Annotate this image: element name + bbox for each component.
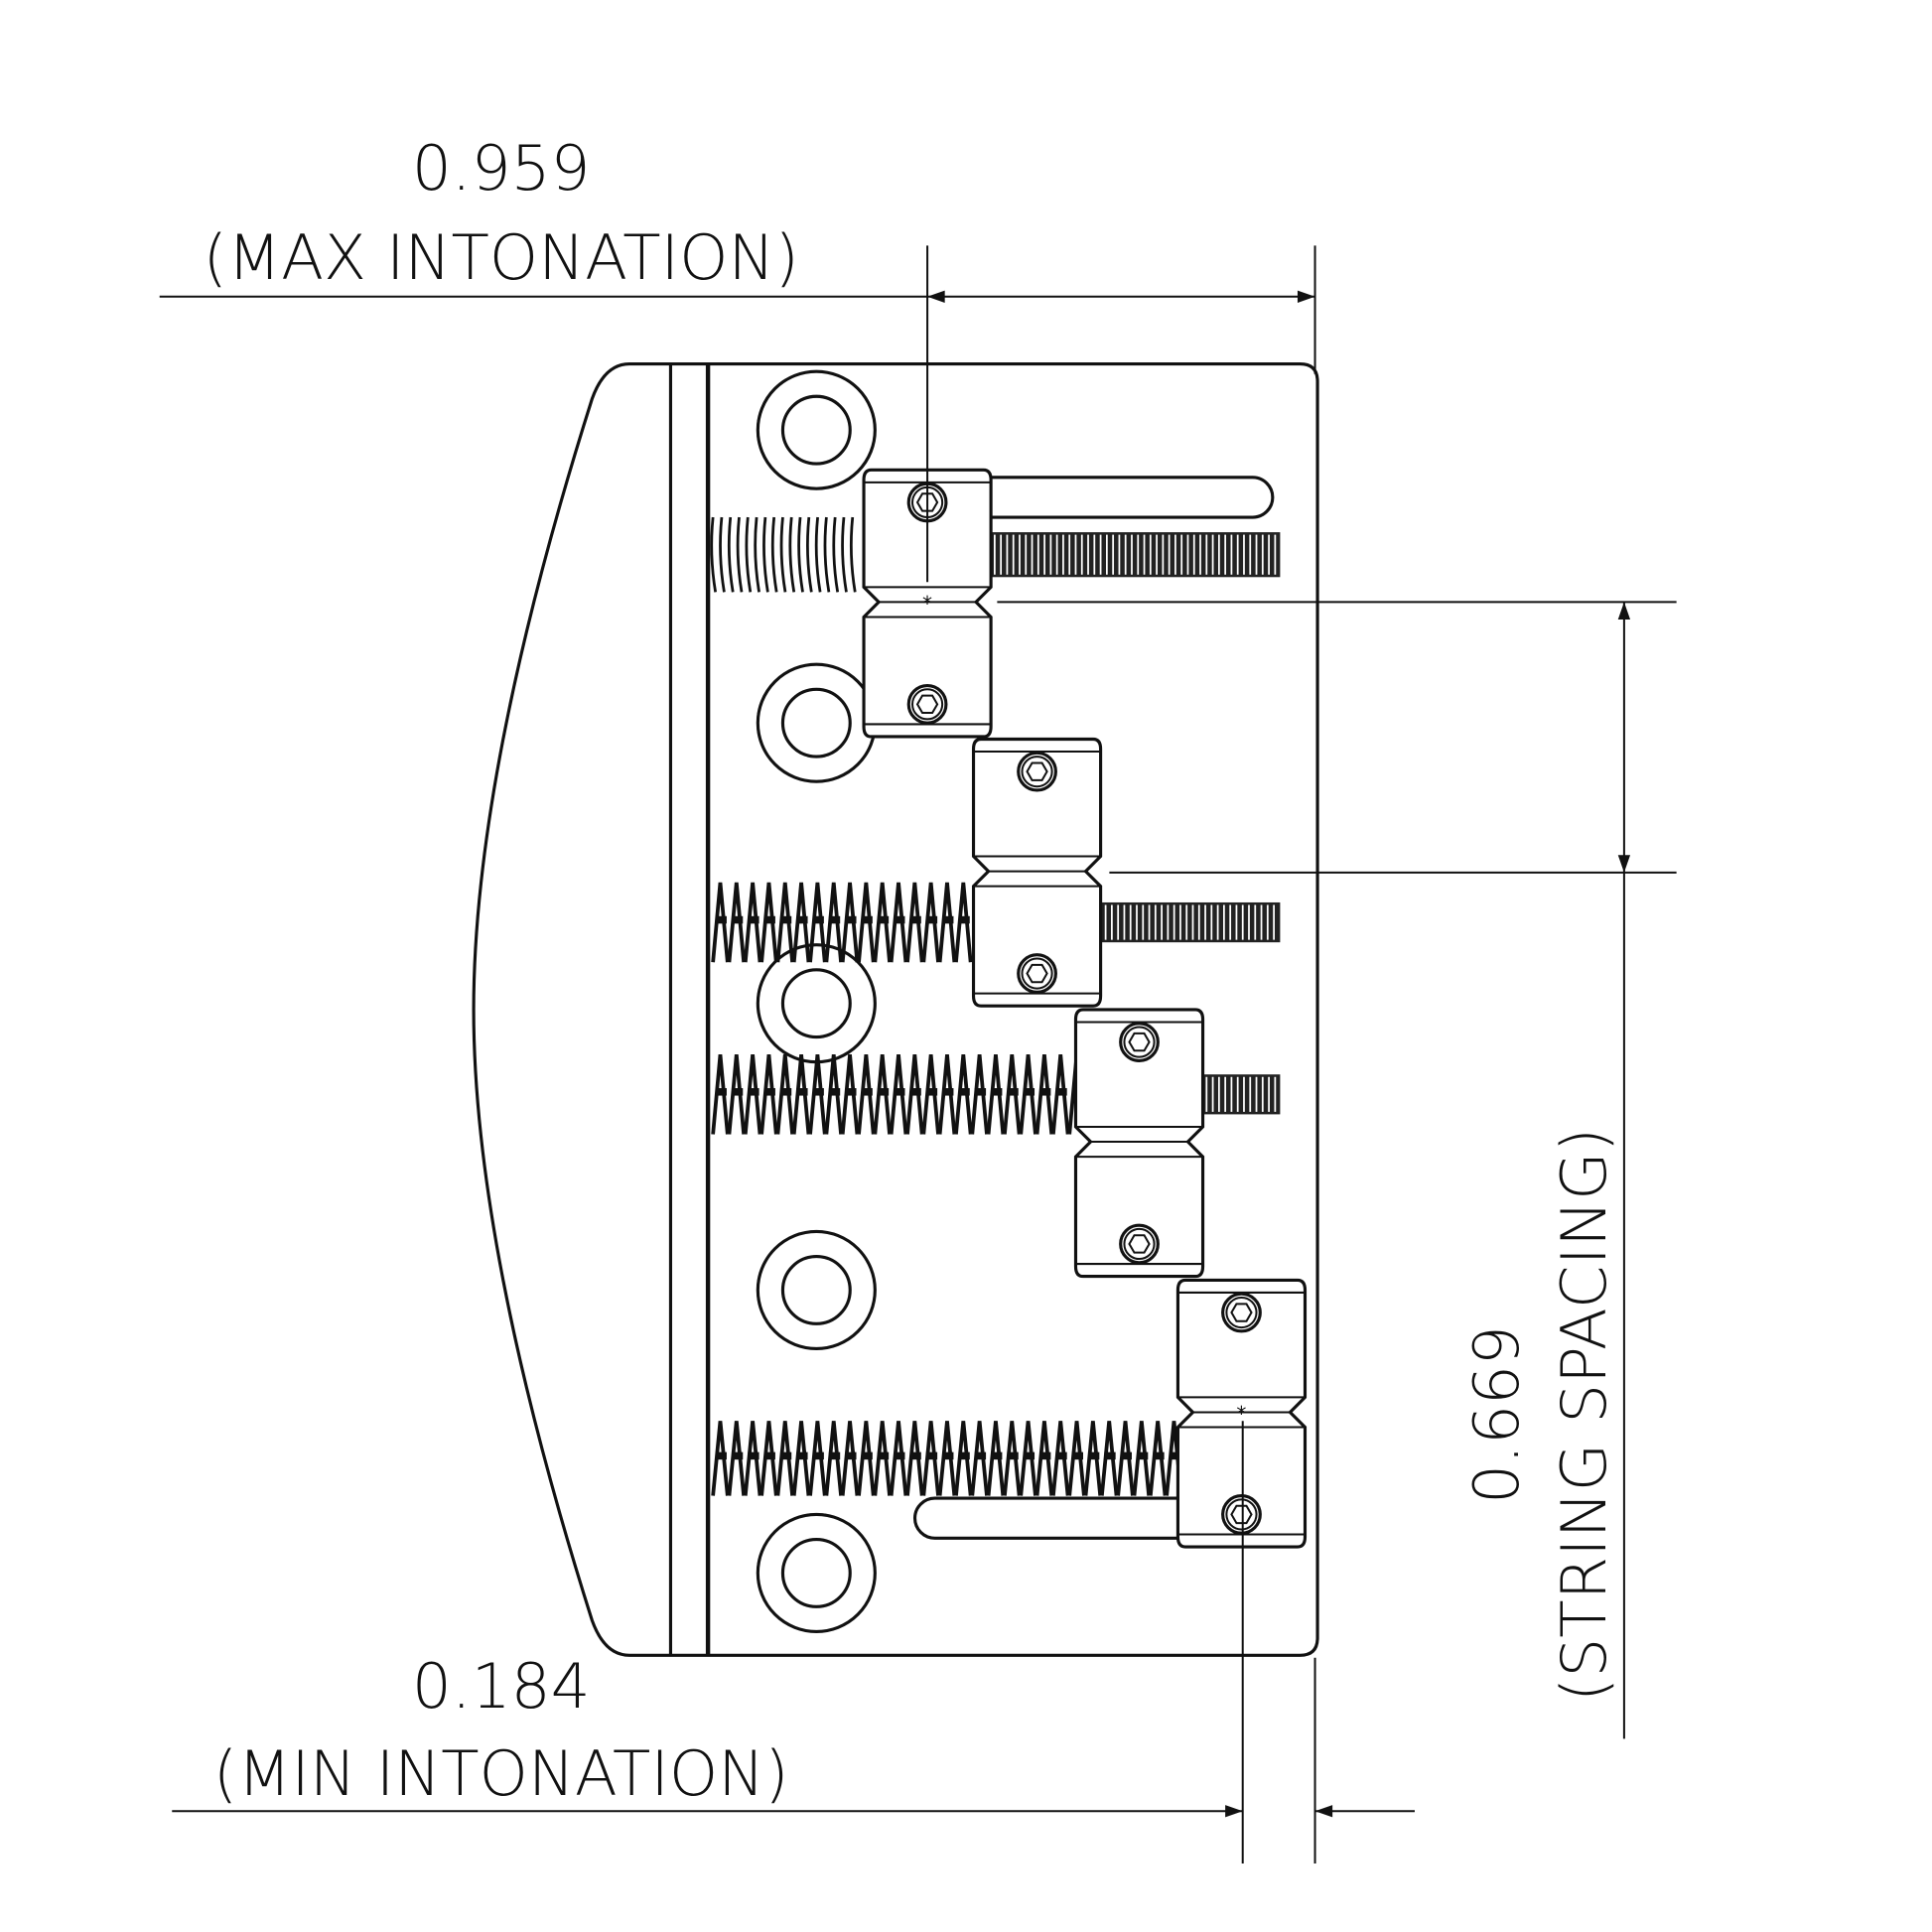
intonation-spring bbox=[711, 1053, 1086, 1135]
adjust-screw bbox=[991, 532, 1281, 578]
hex-screw-icon bbox=[1221, 1494, 1262, 1535]
mounting-hole bbox=[756, 1229, 877, 1351]
mounting-hole bbox=[756, 943, 877, 1064]
mounting-holes bbox=[756, 369, 877, 1633]
intonation-spring bbox=[711, 882, 973, 963]
slot-top bbox=[991, 476, 1275, 519]
hex-screw-icon bbox=[1221, 1292, 1262, 1333]
contact-point-marker: * bbox=[1236, 1402, 1246, 1426]
min-intonation-value: 0.184 bbox=[412, 1650, 591, 1723]
dimension-string-spacing: 0.669 (STRING SPACING) bbox=[997, 601, 1677, 1739]
mounting-hole bbox=[756, 1512, 877, 1633]
saddles: ** bbox=[862, 468, 1308, 1549]
hex-screw-icon bbox=[1017, 751, 1057, 792]
mounting-hole bbox=[756, 662, 877, 783]
intonation-spring bbox=[711, 1421, 1183, 1496]
contact-point-marker: * bbox=[922, 592, 932, 616]
base-plate bbox=[472, 362, 1319, 1657]
threaded-rods bbox=[710, 516, 1281, 1496]
adjust-screw bbox=[1101, 901, 1281, 943]
dimension-min-intonation: 0.184 (MIN INTONATION) bbox=[172, 1421, 1415, 1863]
max-intonation-label: (MAX INTONATION) bbox=[203, 221, 798, 294]
saddle: * bbox=[1175, 1278, 1308, 1549]
saddle bbox=[1073, 1008, 1205, 1279]
hex-screw-icon bbox=[1119, 1022, 1160, 1062]
hex-screw-icon bbox=[1119, 1223, 1160, 1265]
threaded-screw bbox=[710, 516, 857, 593]
min-intonation-label: (MIN INTONATION) bbox=[213, 1737, 789, 1810]
dimension-max-intonation: 0.959 (MAX INTONATION) bbox=[159, 132, 1316, 583]
string-spacing-value: 0.669 bbox=[1460, 1325, 1533, 1504]
hex-screw-icon bbox=[906, 683, 948, 725]
adjust-screw bbox=[1202, 1074, 1281, 1115]
hex-screw-icon bbox=[1017, 953, 1057, 994]
saddle bbox=[971, 737, 1103, 1008]
slot-bottom bbox=[913, 1496, 1178, 1540]
mounting-hole bbox=[756, 369, 877, 490]
max-intonation-value: 0.959 bbox=[412, 132, 591, 205]
string-spacing-label: (STRING SPACING) bbox=[1548, 1128, 1620, 1702]
